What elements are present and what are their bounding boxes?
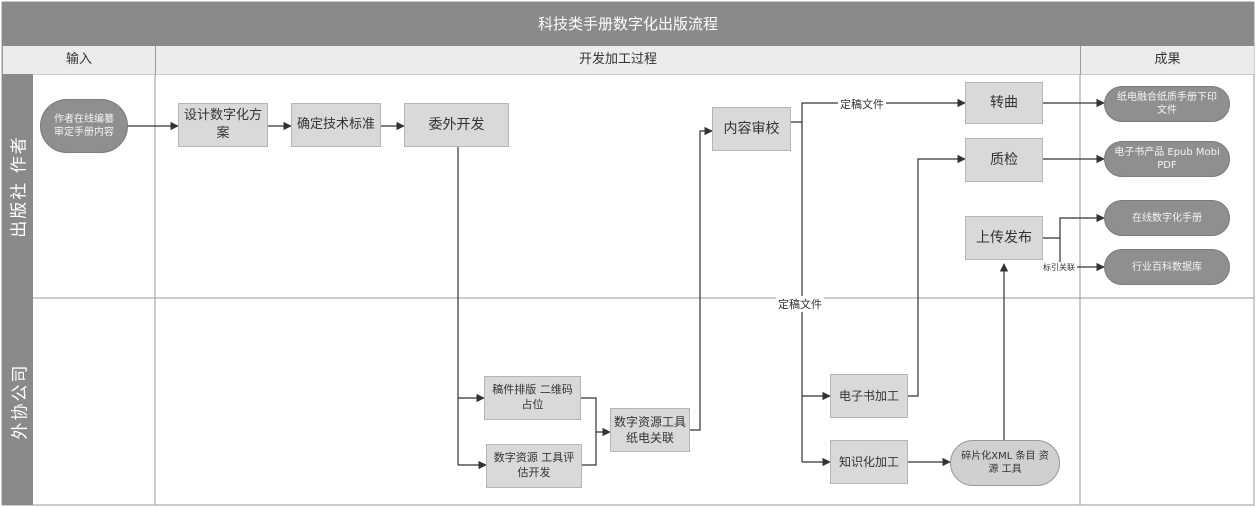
edge-tools-merge [582, 432, 597, 466]
column-header-input: 输入 [2, 46, 155, 74]
node-resource-link: 数字资源工具纸电关联 [610, 408, 690, 452]
output-industry-db: 行业百科数据库 [1104, 249, 1230, 285]
edge-link-to-review [690, 126, 713, 431]
node-fragment-xml: 碎片化XML 条目 资源 工具 [950, 440, 1060, 486]
column-header-process: 开发加工过程 [155, 46, 1080, 74]
node-content-review: 内容审校 [712, 107, 791, 151]
node-typesetting: 稿件排版 二维码占位 [484, 376, 581, 420]
edge-ebook-to-qc [908, 154, 966, 397]
column-header-output: 成果 [1080, 46, 1254, 74]
node-resource-tools: 数字资源 工具评估开发 [486, 444, 582, 488]
node-outsourced-dev: 委外开发 [404, 103, 509, 147]
output-ebook-product: 电子书产品 Epub Mobi PDF [1104, 141, 1230, 177]
edge-label-final-draft-mid: 定稿文件 [776, 296, 824, 312]
node-ebook-processing: 电子书加工 [830, 374, 908, 418]
diagram-title: 科技类手册数字化出版流程 [2, 2, 1254, 46]
lane-label-publisher-text: 出版社 作者 [10, 134, 30, 238]
edge-label-final-draft-top: 定稿文件 [838, 96, 886, 112]
node-design-plan: 设计数字化方案 [178, 103, 268, 147]
node-convert: 转曲 [965, 82, 1043, 124]
node-upload-publish: 上传发布 [965, 216, 1043, 260]
connectors [128, 98, 1105, 470]
output-print-manual: 纸电融合纸质手册下印文件 [1104, 86, 1230, 122]
edge-label-index-link: 标引关联 [1041, 262, 1077, 273]
node-tech-standard: 确定技术标准 [291, 103, 381, 147]
lane-label-outsource: 外协公司 [2, 298, 33, 505]
node-knowledge-processing: 知识化加工 [830, 440, 908, 484]
node-quality-check: 质检 [965, 138, 1043, 182]
output-online-manual: 在线数字化手册 [1104, 200, 1230, 236]
lane-label-publisher: 出版社 作者 [2, 74, 33, 298]
edge-upload-split [1043, 213, 1105, 239]
node-author-input: 作者在线编纂 审定手册内容 [40, 99, 128, 153]
edge-typesetting-merge [581, 397, 611, 437]
lane-label-outsource-text: 外协公司 [10, 363, 30, 440]
